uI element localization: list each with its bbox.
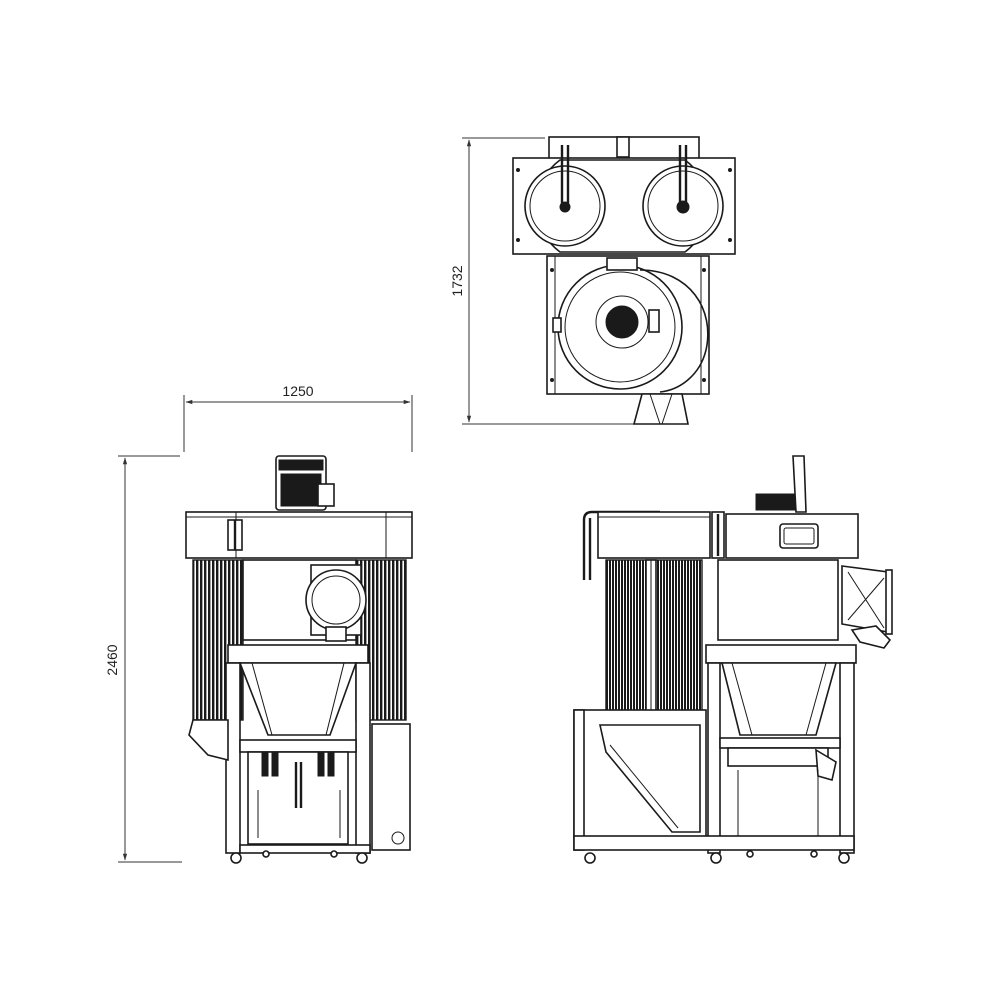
hopper-lid-front [227,644,369,664]
dimension-width: 1250 [183,383,413,452]
dimension-depth: 1732 [449,137,640,425]
outlet-top [632,393,689,425]
fan-inlet-front [305,564,367,642]
base-side [573,835,855,851]
dimension-width-label: 1250 [282,383,313,399]
motor-front [275,455,335,511]
dimension-height-label: 2460 [104,644,120,675]
casters-side [584,850,850,864]
top-view-housing [512,136,736,425]
side-view [573,455,893,864]
top-view: 1732 [449,136,736,425]
outlet-side [841,565,893,649]
hopper-lid-side [705,644,857,664]
casters-front [230,850,368,864]
dimension-height: 2460 [104,455,182,863]
dimension-depth-label: 1732 [449,265,465,296]
hopper-side [720,662,838,736]
top-housing-front [185,511,413,559]
top-housing-side [597,511,711,559]
front-view: 1250 2460 [104,383,413,864]
hopper-front [238,662,358,736]
